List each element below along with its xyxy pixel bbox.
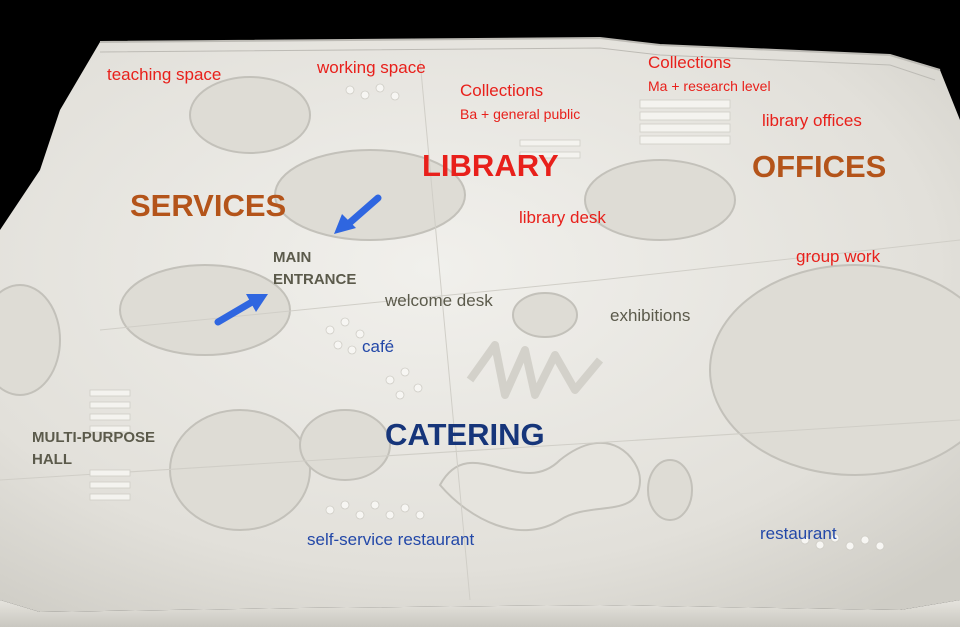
furniture [325,83,885,551]
label-self-service-restaurant: self-service restaurant [307,530,475,549]
floor-seams [0,59,960,601]
label-offices: OFFICES [752,149,887,184]
arrow-icon [214,294,268,326]
left-courtyard [0,284,61,396]
library-courtyard [274,149,466,241]
catering-wave [438,441,642,532]
hall-courtyard [169,409,311,531]
label-cafe: café [362,337,395,356]
label-catering: CATERING [385,417,545,452]
teaching-courtyard [189,76,311,154]
welcome-courtyard [512,292,578,338]
label-collections-ma-sub: Ma + research level [648,78,771,94]
arrow-icon [334,194,382,234]
hall-seating [89,389,131,501]
label-services: SERVICES [130,188,287,223]
label-teaching-space: teaching space [107,65,222,84]
label-library: LIBRARY [422,148,559,183]
small-courtyard-1 [299,409,391,481]
label-exhibitions: exhibitions [610,306,691,325]
offices-courtyard [584,159,736,241]
label-restaurant: restaurant [760,524,837,543]
perimeter-fence [99,36,941,81]
label-multi-purpose-1: MULTI-PURPOSE [32,429,156,446]
exhibition-zigzag [466,341,604,399]
services-courtyard [119,264,291,356]
model-front-edge [0,600,960,627]
large-courtyard [709,264,960,476]
label-working-space: working space [317,58,426,77]
label-main-entrance-1: MAIN [273,249,312,266]
collections-shelving [519,99,731,159]
label-group-work: group work [796,247,881,266]
label-library-desk: library desk [519,208,606,227]
label-collections-ba: Collections [460,81,544,100]
label-library-offices: library offices [762,111,862,130]
label-multi-purpose-2: HALL [32,451,72,468]
label-collections-ma: Collections [648,53,732,72]
label-collections-ba-sub: Ba + general public [460,106,581,122]
label-welcome-desk: welcome desk [385,291,493,310]
label-main-entrance-2: ENTRANCE [273,271,357,288]
restaurant-island [647,459,693,521]
